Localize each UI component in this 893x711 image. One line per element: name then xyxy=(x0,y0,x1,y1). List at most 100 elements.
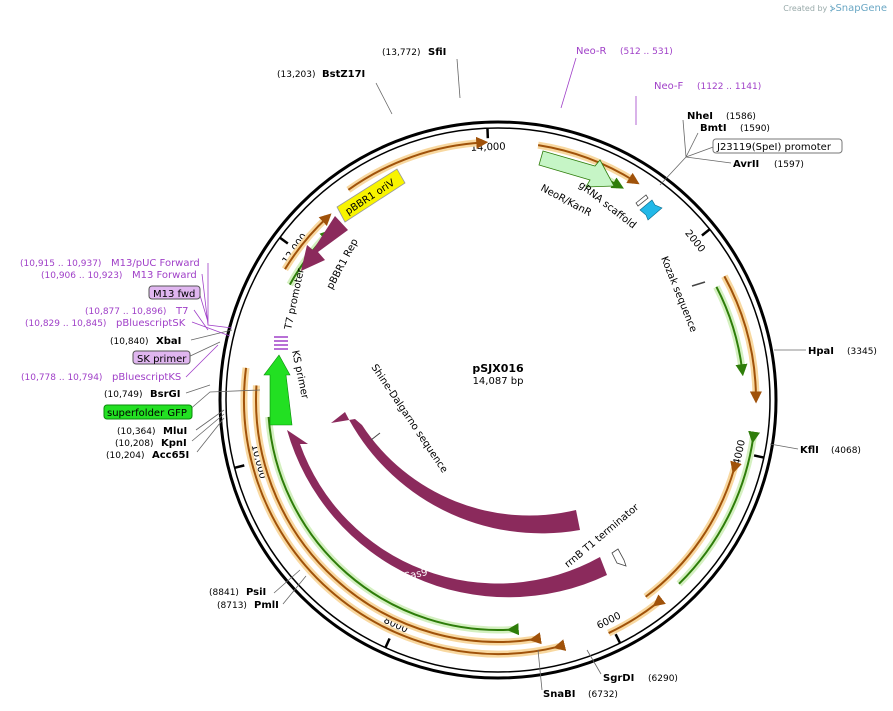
ks-primer-label: KS primer xyxy=(289,349,310,400)
sk-primer-box-label: SK primer xyxy=(137,354,187,365)
credit-prefix: Created by xyxy=(783,4,828,13)
site-kpni-pos: (10,208) xyxy=(115,439,154,449)
tick-mark xyxy=(753,454,765,459)
orf-arc xyxy=(347,136,489,191)
site-kpni[interactable]: KpnI xyxy=(161,438,187,449)
site-hpai[interactable]: HpaI xyxy=(808,346,834,357)
tick-mark xyxy=(234,464,245,470)
sk-primer-box[interactable] xyxy=(132,350,191,365)
leader-lines xyxy=(185,57,806,691)
primer-neo-r[interactable]: Neo-R xyxy=(576,46,607,57)
site-mlui-pos: (10,364) xyxy=(117,427,156,437)
shine-dalgarno-mark xyxy=(370,432,381,441)
position-ticks xyxy=(234,128,765,649)
tick-mark xyxy=(701,228,711,237)
site-acc65i-pos: (10,204) xyxy=(106,451,145,461)
orf-arc xyxy=(715,286,748,377)
site-sfii[interactable]: SfiI xyxy=(428,47,446,58)
orf-arcs xyxy=(240,136,762,658)
primer-pbluescriptks-range: (10,778 .. 10,794) xyxy=(21,373,102,383)
site-bsrgi-pos: (10,749) xyxy=(104,390,143,400)
site-psii-pos: (8841) xyxy=(209,588,239,598)
neor-kanr-arrow xyxy=(538,150,615,188)
tick-label: 4000 xyxy=(732,439,748,466)
kozak-label: Kozak sequence xyxy=(658,255,698,334)
site-xbai[interactable]: XbaI xyxy=(156,336,181,347)
site-sgrdi[interactable]: SgrDI xyxy=(603,673,634,684)
sfgfp-box-label: superfolder GFP xyxy=(107,408,187,419)
orf-arc xyxy=(267,416,520,636)
snapgene-logo-icon: ⦔ xyxy=(829,3,836,14)
m13fwd-box-label: M13 fwd xyxy=(153,289,195,300)
primer-neo-f-range: (1122 .. 1141) xyxy=(697,82,761,92)
snapgene-credit: Created by ⦔SnapGene xyxy=(783,3,887,14)
rrnb-terminator-arrow xyxy=(611,548,627,567)
site-bstz17i[interactable]: BstZ17I xyxy=(322,69,365,80)
orf-arc xyxy=(255,385,542,645)
site-sfii-pos: (13,772) xyxy=(382,48,421,58)
tick-mark xyxy=(614,633,622,644)
cas9-outer-label: Cas9 xyxy=(402,567,428,583)
site-bmti-pos: (1590) xyxy=(740,124,770,134)
site-sgrdi-pos: (6290) xyxy=(648,674,678,684)
tick-mark xyxy=(279,236,289,245)
primer-pbluescriptsk[interactable]: pBluescriptSK xyxy=(116,318,186,329)
orf-arc xyxy=(645,460,742,598)
primer-pbluescriptsk-range: (10,829 .. 10,845) xyxy=(25,319,106,329)
site-acc65i[interactable]: Acc65I xyxy=(152,450,189,461)
kozak-mark xyxy=(691,281,706,287)
backbone-inner xyxy=(225,127,771,673)
primer-neo-r-range: (512 .. 531) xyxy=(620,47,673,57)
primer-pbluescriptks[interactable]: pBluescriptKS xyxy=(112,372,181,383)
promoter-outline xyxy=(635,194,649,207)
primer-t7[interactable]: T7 xyxy=(175,306,188,317)
orf-arc xyxy=(243,367,567,655)
site-snabi-pos: (6732) xyxy=(588,690,618,700)
primer-bars xyxy=(274,336,288,350)
pbbr1-rep-label: pBBR1 Rep xyxy=(325,237,361,291)
orf-arc xyxy=(537,144,640,185)
orf-arc xyxy=(678,430,761,585)
site-mlui[interactable]: MluI xyxy=(163,426,187,437)
orf-arc xyxy=(284,213,332,270)
site-hpai-pos: (3345) xyxy=(847,347,877,357)
sfgfp-arrow xyxy=(263,354,293,426)
site-kfli-pos: (4068) xyxy=(831,446,861,456)
primer-m13fwd[interactable]: M13 Forward xyxy=(132,270,197,281)
plasmid-length: 14,087 bp xyxy=(473,376,524,387)
j23119-label: J23119(SpeI) promoter xyxy=(716,142,832,153)
primer-labels: Neo-R (512 .. 531) Neo-F (1122 .. 1141) … xyxy=(20,46,761,383)
cas9-inner-arrow xyxy=(331,412,580,534)
site-pmli-pos: (8713) xyxy=(217,601,247,611)
site-avrii[interactable]: AvrII xyxy=(733,159,759,170)
tick-label: 2000 xyxy=(682,228,707,255)
j23119-box[interactable] xyxy=(712,138,843,154)
site-psii[interactable]: PsiI xyxy=(246,587,266,598)
primer-m13fwd-range: (10,906 .. 10,923) xyxy=(41,271,122,281)
site-bsrgi[interactable]: BsrGI xyxy=(150,389,180,400)
credit-brand: SnapGene xyxy=(835,3,887,14)
plasmid-name: pSJX016 xyxy=(472,362,524,375)
site-nhei[interactable]: NheI xyxy=(687,111,713,122)
backbone-outer xyxy=(218,120,778,680)
cas9-inner-label: Cas9 xyxy=(421,516,447,532)
cas9-outer-arrow xyxy=(287,430,607,598)
site-pmli[interactable]: PmlI xyxy=(254,600,279,611)
site-kfli[interactable]: KflI xyxy=(800,445,819,456)
site-nhei-pos: (1586) xyxy=(726,112,756,122)
orf-halo xyxy=(265,416,513,634)
primer-m13puc-range: (10,915 .. 10,937) xyxy=(20,259,101,269)
site-snabi[interactable]: SnaBI xyxy=(543,689,575,700)
m13fwd-box[interactable] xyxy=(148,285,201,300)
site-bmti[interactable]: BmtI xyxy=(700,123,727,134)
primer-neo-f[interactable]: Neo-F xyxy=(654,81,684,92)
restriction-sites: (13,772) SfiI (13,203) BstZ17I NheI (158… xyxy=(104,47,877,700)
sfgfp-box[interactable] xyxy=(103,404,193,420)
tick-mark xyxy=(384,637,391,649)
primer-t7-range: (10,877 .. 10,896) xyxy=(85,307,166,317)
orf-arc xyxy=(723,275,762,404)
primer-m13puc[interactable]: M13/pUC Forward xyxy=(111,258,200,269)
pbbr1-oriv-box xyxy=(336,168,406,223)
orf-arc xyxy=(608,594,666,634)
